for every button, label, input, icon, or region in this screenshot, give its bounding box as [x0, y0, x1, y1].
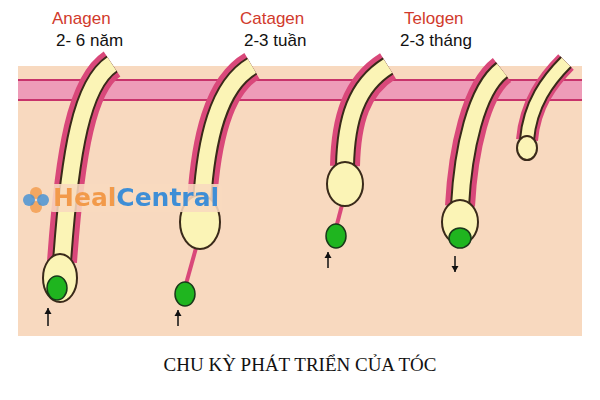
phase-name: Anagen [52, 10, 111, 29]
follicles [43, 62, 566, 326]
follicle-sheath [345, 66, 388, 166]
phase-duration: 2- 6 năm [56, 32, 123, 51]
follicle-sheath [460, 70, 502, 206]
follicle-strand [186, 248, 196, 284]
watermark: HealCentral [50, 184, 222, 212]
figure-caption: CHU KỲ PHÁT TRIỂN CỦA TÓC [0, 354, 600, 376]
hair-shaft [62, 64, 112, 262]
follicle-sheath [527, 62, 566, 140]
hair-outline [202, 66, 252, 202]
follicle-sheath [202, 66, 252, 202]
hair-bulb [43, 254, 77, 302]
dermal-papilla [175, 282, 195, 306]
phase-name: Telogen [404, 10, 464, 29]
hair-shaft [460, 70, 502, 206]
hair-outline [460, 70, 502, 206]
arrow-head [175, 310, 182, 316]
skin-ground [18, 66, 582, 336]
phase-duration: 2-3 tuần [244, 32, 306, 51]
phase-duration: 2-3 tháng [400, 32, 472, 51]
phase-name: Catagen [240, 10, 304, 29]
hair-outline [527, 62, 566, 140]
arrow-head [452, 266, 459, 272]
watermark-text: HealCentral [53, 183, 219, 212]
hair-bulb [517, 136, 537, 160]
hair-outline [345, 66, 388, 166]
dermal-papilla [47, 276, 67, 300]
dermal-papilla [449, 228, 471, 248]
hair-bulb [327, 162, 363, 206]
hair-shaft [202, 66, 252, 202]
follicle-sheath [62, 64, 112, 262]
arrow-head [325, 252, 332, 258]
hair-shaft [345, 66, 388, 166]
dermal-papilla [326, 224, 346, 248]
hair-outline [62, 64, 112, 262]
logo-icon [23, 187, 49, 213]
hair-shaft [527, 62, 566, 140]
arrow-head [45, 308, 52, 314]
